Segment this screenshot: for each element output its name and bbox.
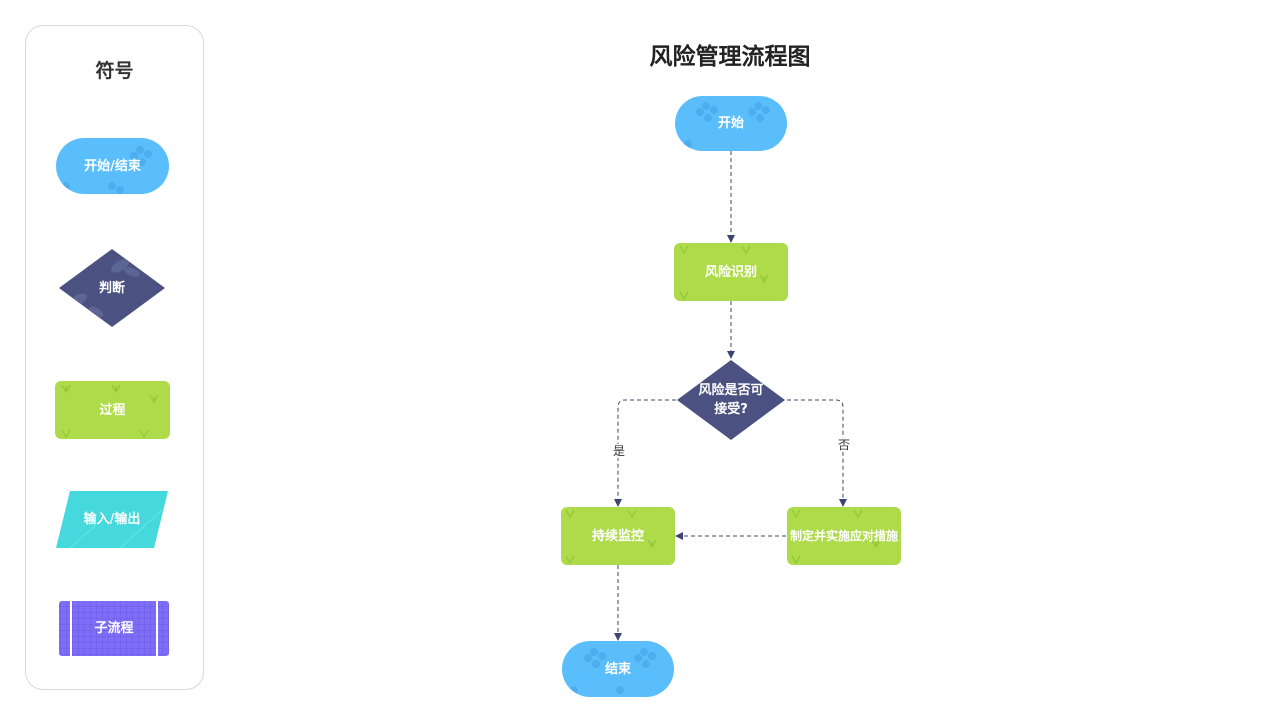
node-identify-label: 风险识别 bbox=[704, 264, 757, 280]
node-start-label: 开始 bbox=[717, 116, 744, 131]
node-measures-shape bbox=[787, 507, 901, 565]
node-monitor-shape bbox=[561, 507, 675, 565]
edge-decision-measures bbox=[787, 399, 847, 507]
legend-io-label: 输入/输出 bbox=[83, 512, 141, 527]
legend-subprocess-shape bbox=[59, 601, 169, 656]
legend-process-shape bbox=[55, 381, 170, 439]
edge-label-yes: 是 bbox=[612, 444, 627, 458]
legend-decision-label: 判断 bbox=[98, 280, 125, 296]
diagram-title: 风险管理流程图 bbox=[649, 44, 811, 70]
legend-title: 符号 bbox=[95, 60, 134, 82]
legend-process-label: 过程 bbox=[99, 402, 126, 418]
node-end-label: 结束 bbox=[604, 661, 631, 677]
legend-terminal-label: 开始/结束 bbox=[84, 158, 141, 174]
node-end-shape bbox=[562, 641, 674, 697]
node-measures-label: 制定并实施应对措施 bbox=[789, 528, 898, 543]
legend-decision-shape bbox=[59, 249, 165, 327]
node-decision-shape bbox=[677, 360, 785, 440]
edge-label-no: 否 bbox=[837, 438, 852, 452]
legend-panel bbox=[25, 25, 204, 690]
legend-terminal-shape bbox=[56, 138, 169, 194]
node-start-shape bbox=[675, 96, 787, 151]
legend-io-shape bbox=[56, 491, 168, 549]
node-monitor-label: 持续监控 bbox=[591, 528, 644, 544]
edge-decision-monitor bbox=[614, 399, 676, 507]
legend-subprocess-label: 子流程 bbox=[94, 621, 134, 636]
node-identify-shape bbox=[674, 243, 788, 301]
node-decision-label: 风险是否可接受? bbox=[698, 383, 764, 417]
